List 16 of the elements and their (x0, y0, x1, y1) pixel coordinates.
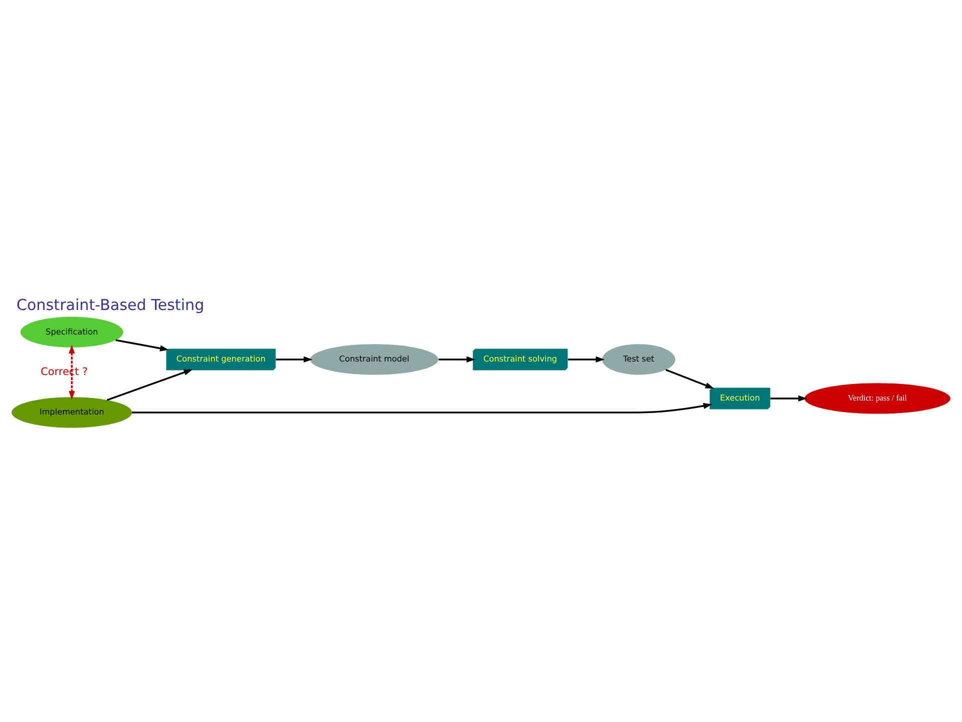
arrow (132, 402, 712, 413)
node-ellipse: Test set (602, 344, 676, 374)
arrow (276, 356, 312, 362)
arrow (568, 356, 605, 362)
node-ellipse: Specification (20, 316, 124, 347)
node-ellipse: Verdict: pass / fail (804, 382, 950, 414)
arrow (438, 356, 476, 362)
diagram-title: Constraint-Based Testing (16, 295, 204, 314)
arrow (116, 338, 169, 351)
edge-label: Correct ? (40, 365, 88, 378)
arrow (666, 368, 714, 388)
arrow (770, 394, 808, 402)
node-ellipse: Implementation (12, 396, 132, 428)
arrow (106, 368, 193, 400)
arrow (68, 344, 75, 400)
node-ellipse: Constraint model (310, 344, 438, 374)
